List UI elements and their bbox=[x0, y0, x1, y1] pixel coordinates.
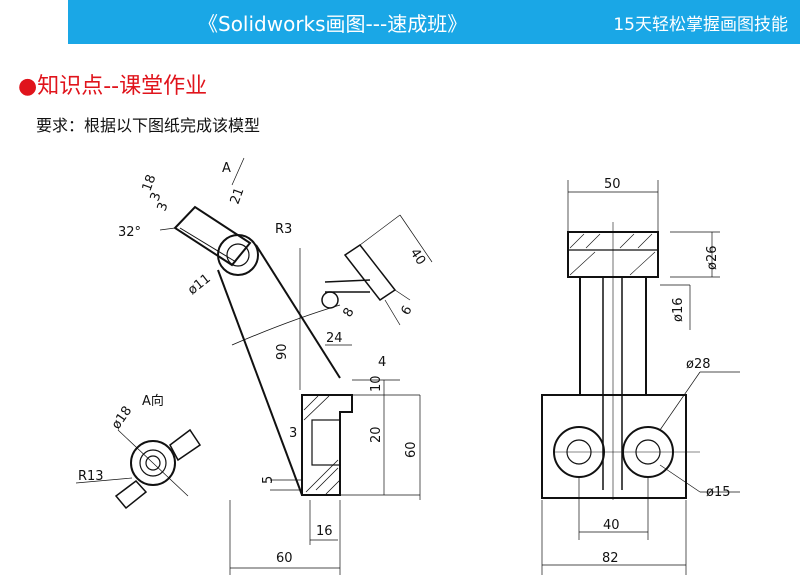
dim-60-vert: 60 bbox=[404, 441, 419, 458]
dim-r13: R13 bbox=[78, 469, 104, 484]
banner-subtitle: 15天轻松掌握画图技能 bbox=[613, 15, 788, 35]
dim-50: 50 bbox=[604, 177, 621, 192]
view-label-a: A bbox=[222, 161, 231, 176]
dim-24: 24 bbox=[326, 331, 343, 346]
dim-82: 82 bbox=[602, 551, 619, 566]
slot-bar bbox=[173, 205, 252, 267]
dim-8: 8 bbox=[340, 305, 357, 320]
arm-edge-right bbox=[255, 244, 341, 379]
dim-32deg: 32° bbox=[118, 225, 141, 240]
section-detail bbox=[321, 243, 397, 309]
dim-90: 90 bbox=[275, 343, 290, 360]
dim-6: 6 bbox=[398, 303, 415, 318]
foot-slot bbox=[311, 419, 341, 466]
arm-edge-left bbox=[217, 269, 303, 496]
boss-inner-circle bbox=[226, 243, 250, 267]
dim-r3: R3 bbox=[275, 222, 292, 237]
dim-20: 20 bbox=[369, 426, 384, 443]
dim-4: 4 bbox=[378, 355, 386, 370]
front-view bbox=[541, 180, 740, 575]
section-heading: ●知识点--课堂作业 bbox=[18, 68, 207, 100]
dim-60-horiz: 60 bbox=[276, 551, 293, 566]
a-view bbox=[75, 428, 202, 510]
dim-3c: 3 bbox=[289, 426, 297, 441]
dim-5: 5 bbox=[261, 476, 276, 484]
view-dir-label: A向 bbox=[142, 393, 164, 409]
dim-d16: ø16 bbox=[671, 298, 686, 323]
dim-10: 10 bbox=[369, 375, 384, 392]
dim-d11: ø11 bbox=[185, 271, 214, 298]
bullet-icon: ● bbox=[18, 74, 38, 99]
dim-16: 16 bbox=[316, 524, 333, 539]
foot-hatch bbox=[303, 395, 341, 495]
foot-block bbox=[301, 394, 353, 496]
dim-d28: ø28 bbox=[686, 357, 711, 372]
dim-d15: ø15 bbox=[706, 485, 731, 500]
requirement-text: 要求：根据以下图纸完成该模型 bbox=[36, 116, 261, 135]
dim-40: 40 bbox=[603, 518, 620, 533]
title-banner: 《Solidworks画图---速成班》 15天轻松掌握画图技能 bbox=[68, 0, 800, 44]
dim-d26: ø26 bbox=[705, 246, 720, 271]
heading-text: 知识点--课堂作业 bbox=[37, 74, 208, 99]
dim-18: 18 bbox=[140, 173, 160, 194]
banner-title: 《Solidworks画图---速成班》 bbox=[198, 12, 468, 36]
dim-40-detail: 40 bbox=[407, 246, 429, 268]
dim-21: 21 bbox=[228, 186, 248, 207]
dim-d18: ø18 bbox=[109, 404, 135, 433]
dim-3b: 3 bbox=[148, 190, 165, 203]
